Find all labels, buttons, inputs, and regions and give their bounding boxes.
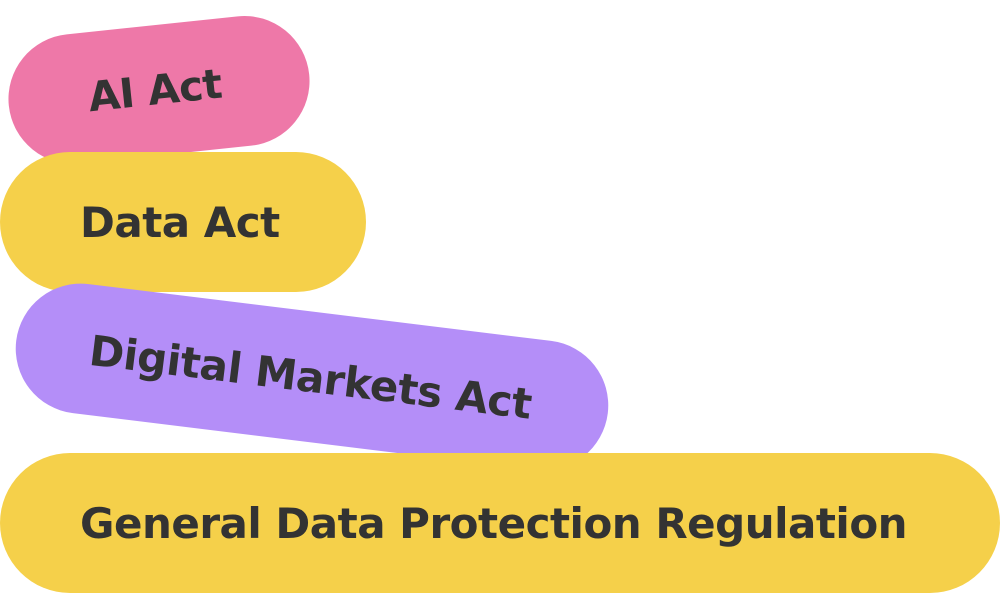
pill-label-digital-markets-act: Digital Markets Act <box>86 325 535 429</box>
pill-digital-markets-act: Digital Markets Act <box>8 276 616 478</box>
pill-label-data-act: Data Act <box>80 197 280 247</box>
pill-ai-act: AI Act <box>2 9 316 171</box>
pill-data-act: Data Act <box>0 152 366 292</box>
pill-label-ai-act: AI Act <box>85 59 225 122</box>
pill-label-gdpr: General Data Protection Regulation <box>80 498 908 548</box>
pill-gdpr: General Data Protection Regulation <box>0 453 1000 593</box>
